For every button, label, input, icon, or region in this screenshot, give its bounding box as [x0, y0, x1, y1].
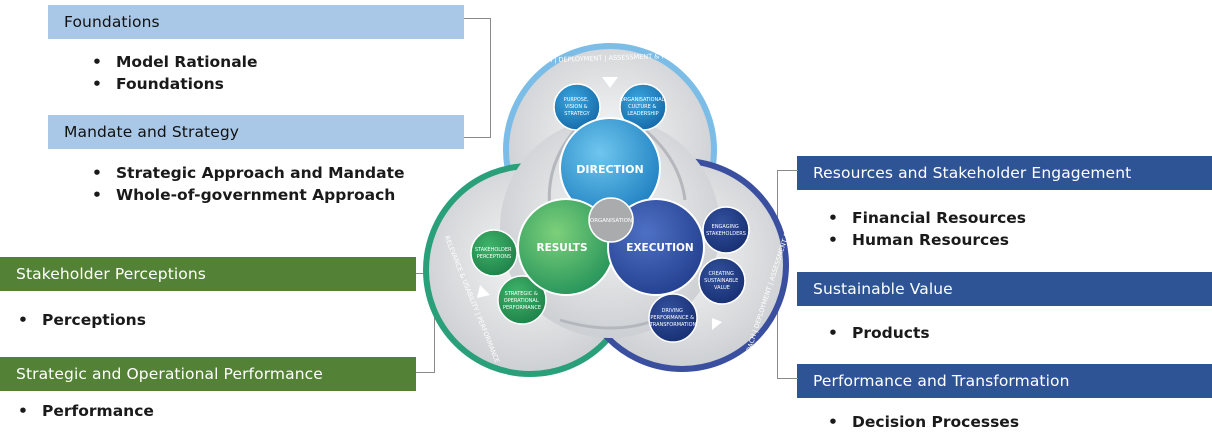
creating-value-circle: [698, 257, 746, 305]
strategic-operational-performance-list: Performance: [18, 400, 154, 422]
engaging-stakeholders-circle: [702, 206, 750, 254]
sustainable-value-list: Products: [828, 322, 930, 344]
results-label: RESULTS: [536, 242, 587, 254]
list-item: Decision Processes: [828, 411, 1019, 433]
svg-text:PURPOSE, VISION & STRA: PURPOSE, VISION & STRATEGY: [564, 97, 591, 117]
ring-arrow-left: [477, 285, 490, 298]
svg-text:CREATING SUSTAINABLE V: CREATING SUSTAINABLE VALUE: [704, 271, 740, 291]
list-item: Financial Resources: [828, 207, 1026, 229]
stakeholder-perceptions-circle: [470, 229, 518, 277]
strategic-operational-performance-header: Strategic and Operational Performance: [0, 357, 416, 391]
svg-text:ORGANISATIONAL CULTURE &: ORGANISATIONAL CULTURE & LEADERSHIP: [620, 97, 666, 117]
resources-list: Financial Resources Human Resources: [828, 207, 1026, 251]
list-item: Perceptions: [18, 309, 146, 331]
stakeholder-perceptions-header: Stakeholder Perceptions: [0, 257, 416, 291]
mandate-strategy-list: Strategic Approach and Mandate Whole-of-…: [92, 162, 405, 206]
connector-foundations-mandate: [464, 18, 491, 138]
svg-text:STRATEGIC & OPERATIONAL: STRATEGIC & OPERATIONAL PERFORMANCE: [503, 291, 541, 311]
driving-performance-circle: [648, 293, 698, 343]
list-item: Products: [828, 322, 930, 344]
organisation-label: ORGANISATION: [590, 218, 632, 224]
mandate-strategy-header: Mandate and Strategy: [48, 115, 464, 149]
strategic-performance-circle: [497, 275, 547, 325]
svg-text:DRIVING PERFORMANCE &: DRIVING PERFORMANCE & TRANSFORMATION: [649, 308, 697, 328]
foundations-list: Model Rationale Foundations: [92, 51, 257, 95]
list-item: Whole-of-government Approach: [92, 184, 405, 206]
list-item: Human Resources: [828, 229, 1026, 251]
list-item: Strategic Approach and Mandate: [92, 162, 405, 184]
list-item: Performance: [18, 400, 154, 422]
organisation-circle: [588, 197, 634, 243]
sustainable-value-header: Sustainable Value: [797, 272, 1212, 306]
connector-sustainable-performance: [777, 288, 798, 379]
ring-arrow-top: [602, 77, 618, 88]
performance-transformation-list: Decision Processes: [828, 411, 1019, 433]
performance-transformation-header: Performance and Transformation: [797, 364, 1212, 398]
resources-stakeholder-engagement-header: Resources and Stakeholder Engagement: [797, 156, 1212, 190]
list-item: Model Rationale: [92, 51, 257, 73]
svg-text:ENGAGING STAKEHOLDERS: ENGAGING STAKEHOLDERS: [706, 224, 746, 237]
foundations-header: Foundations: [48, 5, 464, 39]
direction-label: DIRECTION: [576, 163, 643, 176]
stakeholder-perceptions-list: Perceptions: [18, 309, 146, 331]
execution-label: EXECUTION: [626, 242, 693, 254]
svg-text:STAKEHOLDER PERCEPTIONS: STAKEHOLDER PERCEPTIONS: [475, 247, 513, 260]
ring-arrow-right: [712, 318, 722, 330]
list-item: Foundations: [92, 73, 257, 95]
